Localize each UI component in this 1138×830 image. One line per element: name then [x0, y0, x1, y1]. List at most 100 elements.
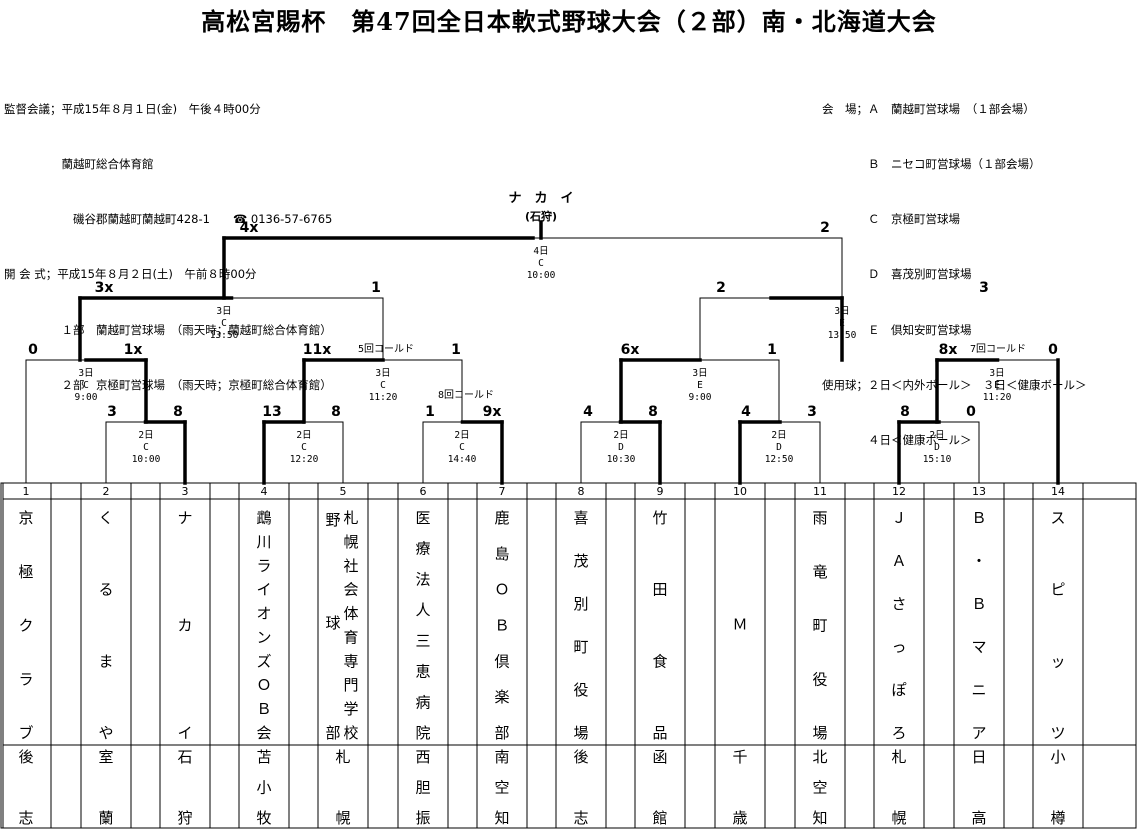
- team-name-char: 場: [573, 724, 588, 742]
- team-name-char: オ: [256, 605, 271, 623]
- match-score: 1x: [124, 342, 143, 358]
- game-day: 3日: [216, 306, 231, 317]
- match-score: 1: [451, 342, 461, 358]
- team-name-char: 部: [325, 724, 340, 742]
- team-name-char: 学: [343, 700, 358, 718]
- team-region-char: 空: [494, 779, 509, 797]
- info-line: Ｃ 京極町営球場: [822, 212, 960, 227]
- team-name-char: 療: [415, 540, 430, 558]
- team-number: 11: [813, 485, 827, 498]
- match-score: 0: [1048, 342, 1058, 358]
- team-name-char: Ｂ: [256, 700, 271, 718]
- team-name-char: Ｊ: [891, 509, 906, 527]
- team-region-char: 樽: [1050, 809, 1065, 827]
- info-line: Ｅ 倶知安町営球場: [822, 322, 972, 337]
- team-name-char: 鵡: [256, 509, 271, 527]
- team-cell: [0, 482, 52, 829]
- info-line: Ｂ ニセコ町営球場（１部会場）: [822, 157, 1041, 172]
- team-region-char: 千: [732, 748, 747, 766]
- team-name-char: イ: [177, 724, 192, 742]
- game-time: 9:00: [75, 392, 98, 403]
- team-name-char: 幌: [343, 533, 358, 551]
- team-name-char: ぽ: [891, 681, 906, 699]
- team-region-char: 南: [494, 748, 509, 766]
- team-name-char: 島: [494, 545, 509, 563]
- team-name-char: 役: [573, 681, 588, 699]
- game-field: D: [618, 442, 624, 453]
- team-name-char: 社: [343, 557, 358, 575]
- team-region-char: 札: [335, 748, 350, 766]
- team-name-char: 田: [652, 581, 667, 599]
- champion-name: ナ カ イ: [508, 191, 573, 206]
- team-name-char: 医: [415, 509, 430, 527]
- team-name-char: ラ: [18, 670, 33, 688]
- team-name-char: 会: [256, 724, 271, 742]
- team-name-char: 恵: [415, 663, 430, 681]
- team-name-char: る: [98, 581, 113, 599]
- match-score: 8: [900, 404, 910, 420]
- team-region-char: 知: [494, 809, 509, 827]
- game-field: E: [697, 380, 703, 391]
- team-name-char: 京: [18, 509, 33, 527]
- match-score: 0: [28, 342, 38, 358]
- match-score: 4x: [240, 220, 259, 236]
- match-score: 8: [648, 404, 658, 420]
- match-score: 8: [331, 404, 341, 420]
- team-name-char: 場: [812, 724, 827, 742]
- info-line: 蘭越町総合体育館: [4, 157, 154, 172]
- team-number: 12: [892, 485, 906, 498]
- game-field: C: [143, 442, 149, 453]
- champion-region: (石狩): [525, 209, 557, 223]
- game-time: 12:20: [290, 454, 319, 465]
- team-number: 13: [972, 485, 986, 498]
- match-score: 4: [583, 404, 593, 420]
- game-field: C: [221, 318, 227, 329]
- game-time: 15:10: [923, 454, 952, 465]
- team-name-char: マ: [971, 638, 986, 656]
- team-region-char: 後: [18, 748, 33, 766]
- team-name-char: Ｍ: [732, 616, 747, 634]
- game-time: 10:30: [607, 454, 636, 465]
- team-region-char: 石: [177, 748, 192, 766]
- team-name-char: 竜: [812, 563, 827, 581]
- team-name-char: 喜: [573, 509, 588, 527]
- team-name-char: 札: [343, 509, 358, 527]
- match-score: 2: [820, 220, 830, 236]
- team-table-border: [2, 482, 1137, 829]
- team-region-char: 胆: [415, 779, 430, 797]
- game-time: 10:00: [132, 454, 161, 465]
- match-score: 1: [371, 280, 381, 296]
- team-region-char: 函: [652, 748, 667, 766]
- team-region-char: 振: [415, 809, 430, 827]
- game-day: 4日: [533, 246, 548, 257]
- game-day: 2日: [771, 430, 786, 441]
- game-time: 11:20: [369, 392, 398, 403]
- team-name-char: く: [98, 509, 113, 527]
- team-name-char: ピ: [1050, 581, 1065, 599]
- called-game-note: 8回コールド: [438, 389, 494, 401]
- team-number: 2: [103, 485, 110, 498]
- team-name-char: 病: [415, 693, 430, 711]
- game-time: 9:00: [689, 392, 712, 403]
- team-name-char: さ: [891, 595, 906, 613]
- team-name-char: 食: [652, 652, 667, 670]
- team-region-char: 苫: [256, 748, 271, 766]
- game-field: C: [459, 442, 465, 453]
- team-name-char: 雨: [812, 509, 827, 527]
- game-time: 14:40: [448, 454, 477, 465]
- team-region-char: 知: [812, 809, 827, 827]
- team-region-char: 北: [812, 748, 827, 766]
- team-region-char: 幌: [335, 809, 350, 827]
- match-score: 3: [979, 280, 989, 296]
- team-number: 14: [1051, 485, 1065, 498]
- team-name-char: 町: [812, 617, 827, 635]
- team-region-char: 小: [256, 779, 271, 797]
- team-name-char: Ｏ: [494, 581, 509, 599]
- team-name-char: 川: [256, 533, 271, 551]
- info-line: 会 場；Ａ 蘭越町営球場 （１部会場）: [822, 101, 1035, 116]
- game-field: C: [83, 380, 89, 391]
- info-line: １部 蘭越町営球場 （雨天時；蘭越町総合体育館）: [4, 322, 332, 337]
- team-name-char: 鹿: [494, 509, 509, 527]
- game-time: 10:00: [527, 270, 556, 281]
- game-field: C: [538, 258, 544, 269]
